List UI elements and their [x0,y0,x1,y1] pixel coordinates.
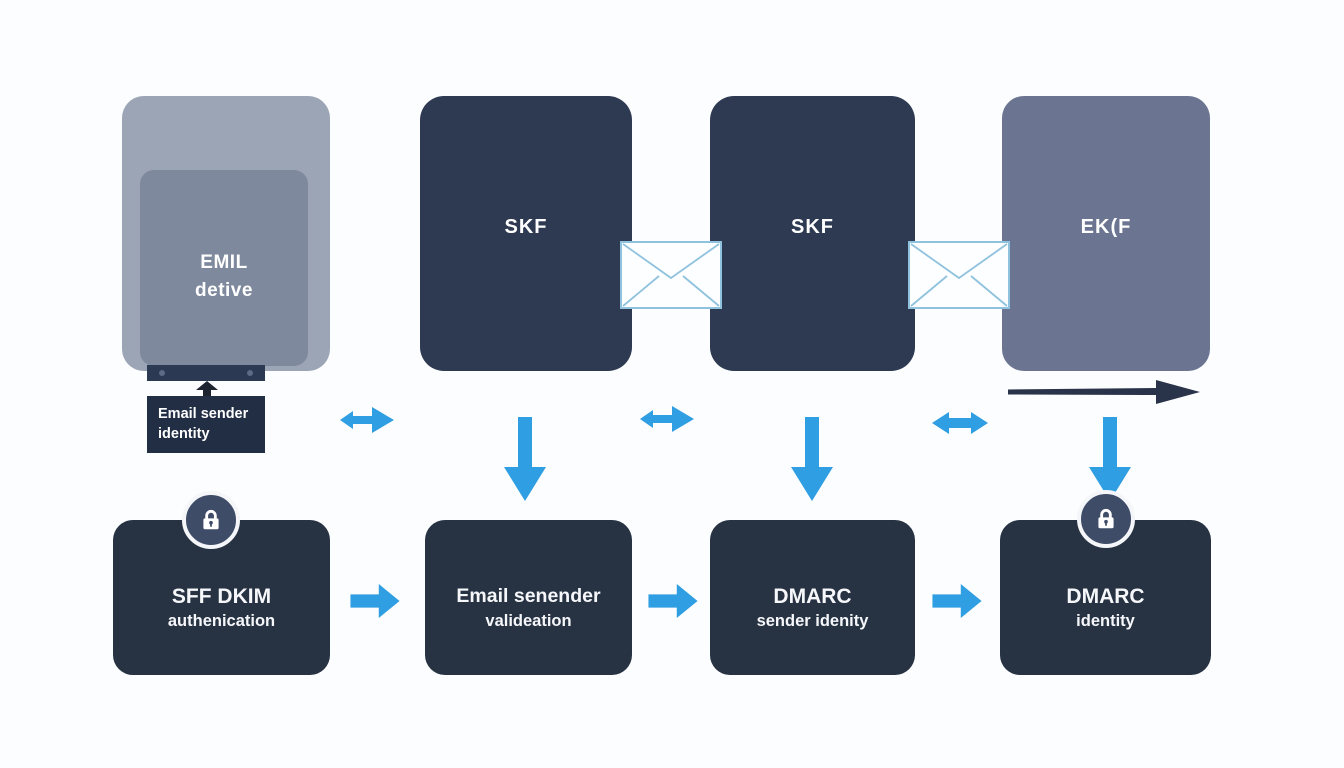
envelope-icon [620,241,722,309]
auth-box-subtitle: valideation [485,611,572,630]
email-client-screen: EMIL detive [140,170,308,366]
right-arrow-icon [648,584,698,618]
lock-icon [182,491,240,549]
down-arrow-icon [791,417,833,501]
dmarc-sender-identity-box: DMARC sender idenity [710,520,915,675]
up-arrow-icon [196,381,218,396]
monitor-stand-bar [147,365,265,381]
dmarc-identity-box: DMARC identity [1000,520,1211,675]
auth-box-subtitle: identity [1076,611,1135,630]
auth-box-subtitle: authenication [167,611,276,630]
email-client-title-line2: detive [195,280,253,301]
right-arrow-icon [340,407,394,433]
auth-box-subtitle: sender idenity [756,611,869,630]
right-arrow-icon [640,406,694,432]
auth-box-title: DMARC [773,584,852,608]
mail-server-box-1: SKF [420,96,632,371]
mail-server-2-label: SKF [791,216,834,238]
envelope-icon [908,241,1010,309]
receiving-server-label: EK(F [1080,216,1132,238]
right-arrow-icon [350,584,400,618]
spf-dkim-authentication-box: SFF DKIM authenication [113,520,330,675]
right-arrow-icon [932,584,982,618]
delivery-long-arrow-icon [1008,380,1200,404]
sender-identity-label: Email sender identity [147,396,265,453]
double-arrow-icon [932,412,988,434]
sender-identity-label-line2: identity [158,426,210,442]
screw-icon [159,370,165,376]
down-arrow-icon [1089,417,1131,501]
screw-icon [247,370,253,376]
sender-identity-label-line1: Email sender [158,406,249,422]
mail-server-box-2: SKF [710,96,915,371]
email-sender-validation-box: Email senender valideation [425,520,632,675]
auth-box-title: SFF DKIM [171,584,272,608]
email-client-title-line1: EMIL [200,252,248,273]
auth-box-title: DMARC [1066,584,1145,608]
receiving-server-box: EK(F [1002,96,1210,371]
auth-box-title: Email senender [456,584,601,607]
down-arrow-icon [504,417,546,501]
mail-server-1-label: SKF [504,216,548,238]
lock-icon [1077,490,1135,548]
